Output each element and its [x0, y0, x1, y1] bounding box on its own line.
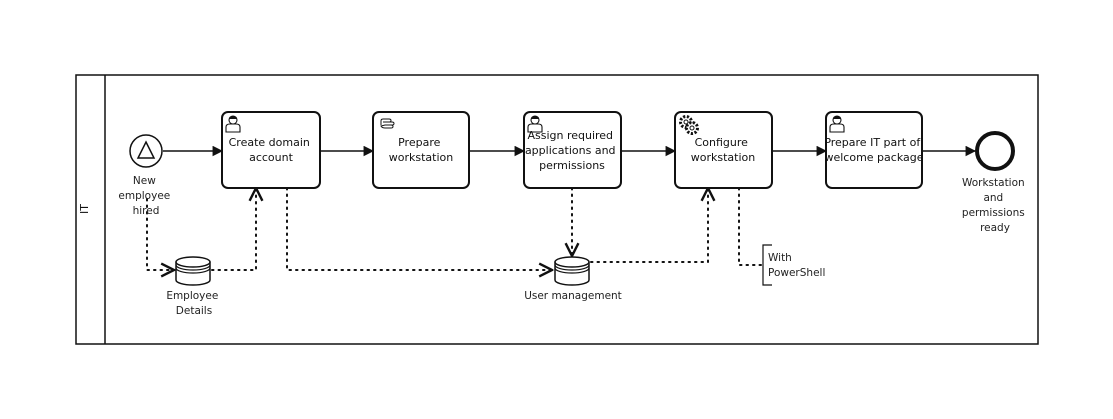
association-task1-to-user-management	[286, 187, 552, 270]
user-icon	[527, 115, 543, 133]
task-configure-workstation[interactable]: Configure workstation	[674, 111, 773, 189]
user-icon	[225, 115, 241, 133]
association-start-to-employee-details	[146, 198, 174, 270]
task-label: Create domain account	[229, 136, 314, 164]
association-user-management-to-task4	[590, 188, 708, 263]
lane-label: IT	[78, 204, 91, 214]
hand-icon	[380, 118, 395, 129]
task-create-domain-account[interactable]: Create domain account	[221, 111, 321, 189]
text-annotation[interactable]: With PowerShell	[762, 244, 825, 286]
data-store-employee-details[interactable]: Employee Details	[166, 256, 221, 317]
task-assign-required-applications[interactable]: Assign required applications and permiss…	[523, 111, 622, 189]
gears-icon	[679, 115, 699, 135]
data-store-label: Employee Details	[166, 290, 221, 317]
user-icon	[829, 115, 845, 133]
task-prepare-welcome-package[interactable]: Prepare IT part of welcome package	[824, 111, 924, 189]
association-task4-to-annotation	[738, 187, 763, 266]
data-associations	[146, 187, 763, 271]
task-label: Prepare IT part of welcome package	[824, 136, 923, 164]
task-label: Configure workstation	[691, 136, 756, 164]
task-label: Assign required applications and permiss…	[525, 129, 619, 172]
data-store-user-management[interactable]: User management	[524, 256, 622, 302]
task-label: Prepare workstation	[389, 136, 454, 164]
signal-triangle-icon	[136, 140, 156, 159]
association-employee-details-to-task1	[211, 188, 256, 271]
task-prepare-workstation[interactable]: Prepare workstation	[372, 111, 470, 189]
database-icon	[175, 256, 211, 286]
start-event-label: New employee hired	[118, 175, 173, 217]
start-event[interactable]: New employee hired	[118, 134, 173, 217]
end-event[interactable]: Workstation and permissions ready	[962, 131, 1028, 234]
database-icon	[554, 256, 590, 286]
annotation-label: With PowerShell	[768, 252, 825, 279]
end-event-label: Workstation and permissions ready	[962, 177, 1028, 234]
data-store-label: User management	[524, 290, 622, 302]
